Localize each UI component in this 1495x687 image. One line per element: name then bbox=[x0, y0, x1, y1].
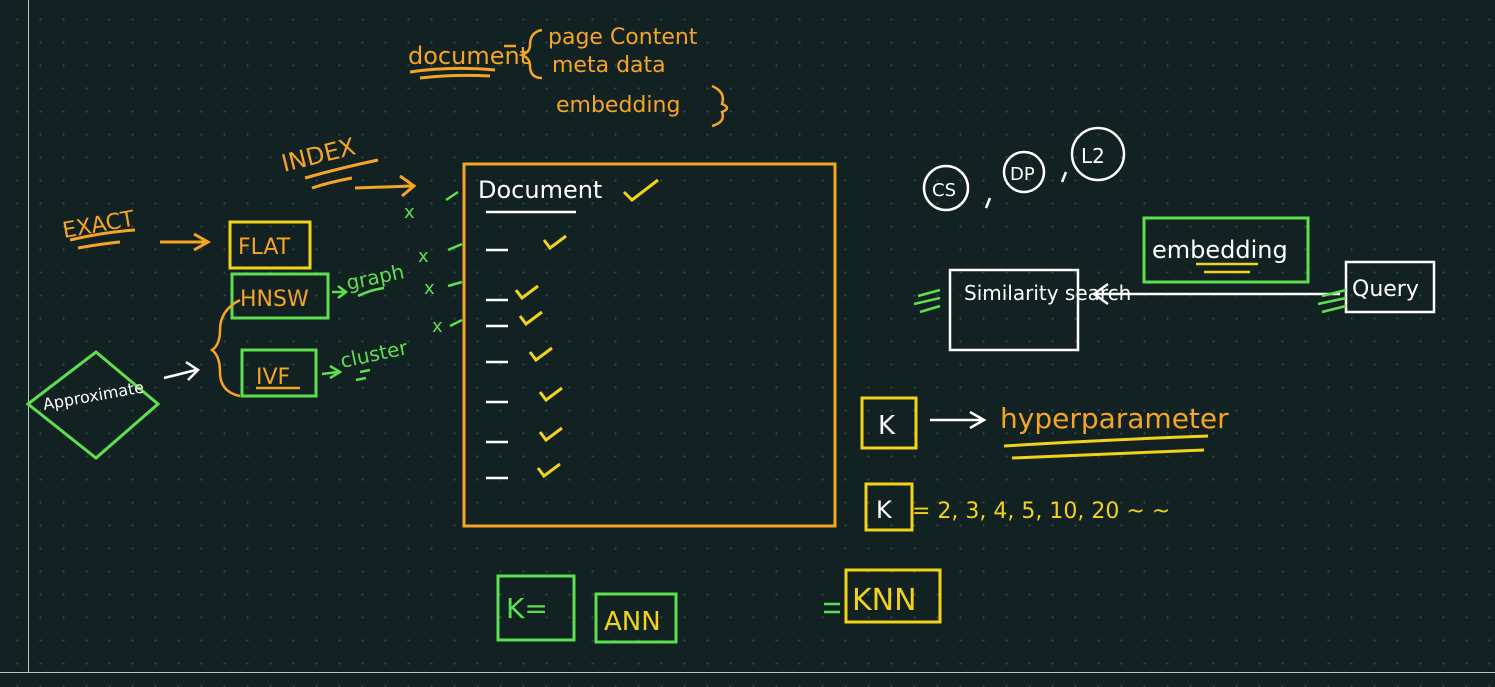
check-icon bbox=[518, 310, 543, 327]
check-icon bbox=[536, 462, 561, 479]
k-values-box-border bbox=[864, 482, 914, 532]
k-values: K = 2, 3, 4, 5, 10, 20 ~ ~ bbox=[864, 482, 1170, 532]
similarity-search-box[interactable]: Similarity search bbox=[913, 268, 1131, 352]
hnsw-label: HNSW bbox=[240, 287, 309, 312]
exact-underline bbox=[69, 228, 136, 250]
dash-mark bbox=[445, 190, 459, 202]
metric-circle-l2 bbox=[1070, 126, 1126, 182]
ivf-border bbox=[240, 348, 318, 398]
knn-border bbox=[844, 568, 942, 624]
cross-mark: x bbox=[404, 202, 415, 223]
flat-border bbox=[228, 220, 312, 270]
knn-equals bbox=[824, 602, 840, 614]
metric-circle-dp bbox=[1002, 150, 1046, 194]
note-item-embedding: embedding bbox=[556, 93, 680, 118]
embedding-underline bbox=[1196, 262, 1258, 274]
index-arrow bbox=[354, 174, 417, 198]
document-note: document page Content meta data embeddin… bbox=[408, 25, 729, 128]
cross-marks: x x x x bbox=[404, 190, 463, 337]
graph-arrow bbox=[332, 285, 349, 299]
embedding-box[interactable]: embedding bbox=[1142, 216, 1310, 284]
exact-arrow bbox=[160, 232, 212, 252]
document-store-title: Document bbox=[478, 176, 602, 204]
hyperparameter-label: hyperparameter bbox=[1000, 402, 1229, 435]
canvas-left-border bbox=[28, 0, 29, 672]
document-rows bbox=[486, 234, 567, 480]
query-to-search-arrow bbox=[1091, 282, 1340, 306]
cluster-arrow bbox=[321, 364, 343, 380]
query-label: Query bbox=[1352, 277, 1419, 302]
k-hyperparameter: K hyperparameter bbox=[860, 396, 1229, 460]
cross-mark: x bbox=[418, 246, 429, 267]
check-icon bbox=[538, 426, 563, 443]
title-check-icon bbox=[622, 178, 659, 202]
metric-cs: CS bbox=[932, 180, 956, 201]
index-label: INDEX bbox=[279, 132, 359, 177]
approx-brace bbox=[209, 298, 241, 398]
metric-l2: L2 bbox=[1081, 144, 1105, 168]
cross-mark: x bbox=[424, 278, 435, 299]
exact-group: EXACT bbox=[61, 207, 212, 252]
similarity-search-border bbox=[948, 268, 1080, 352]
right-brace bbox=[711, 84, 729, 128]
query-border bbox=[1344, 260, 1436, 314]
flat-label: FLAT bbox=[238, 235, 291, 260]
left-brace bbox=[504, 28, 543, 80]
metric-comma bbox=[1060, 171, 1068, 183]
k-values-symbol: K bbox=[876, 496, 893, 524]
k-symbol: K bbox=[878, 411, 896, 441]
knn-box[interactable]: KNN bbox=[824, 568, 942, 624]
k-equals-label: K= bbox=[506, 592, 548, 625]
approximate-diamond[interactable]: Approximate bbox=[25, 350, 200, 460]
graph-underline bbox=[357, 286, 385, 298]
k-arrow bbox=[930, 410, 987, 430]
canvas-bottom-border bbox=[0, 672, 1495, 673]
approximate-arrow bbox=[163, 360, 200, 381]
embedding-label: embedding bbox=[1152, 236, 1288, 264]
cluster-label: cluster bbox=[338, 335, 410, 373]
ivf-box[interactable]: IVF cluster bbox=[240, 335, 410, 398]
k-ann-group[interactable]: K= ANN bbox=[496, 574, 678, 644]
note-item-meta-data: meta data bbox=[552, 53, 666, 78]
document-underline bbox=[409, 66, 496, 80]
query-box[interactable]: Query bbox=[1317, 260, 1436, 314]
metric-circle-cs bbox=[922, 164, 970, 212]
hnsw-border bbox=[230, 272, 330, 320]
flat-box[interactable]: FLAT bbox=[228, 220, 312, 270]
embedding-border bbox=[1142, 216, 1310, 284]
dash-mark bbox=[449, 318, 463, 328]
cross-mark: x bbox=[432, 316, 443, 337]
metric-comma bbox=[984, 197, 992, 209]
check-icon bbox=[542, 234, 567, 251]
ann-label: ANN bbox=[604, 607, 661, 637]
approximate-border bbox=[25, 350, 161, 460]
index-underline bbox=[304, 158, 379, 190]
check-icon bbox=[514, 284, 539, 301]
check-icon bbox=[538, 386, 563, 403]
k-values-list: = 2, 3, 4, 5, 10, 20 ~ ~ bbox=[912, 499, 1170, 524]
dash-mark bbox=[447, 242, 463, 252]
metric-dp: DP bbox=[1010, 164, 1035, 185]
query-marks bbox=[1317, 288, 1347, 314]
hyperparameter-underline bbox=[1003, 434, 1209, 460]
k-equals-border bbox=[496, 574, 576, 642]
ivf-label: IVF bbox=[256, 365, 290, 390]
cluster-marks bbox=[355, 368, 371, 382]
similarity-marks bbox=[913, 288, 941, 314]
index-annotation: INDEX bbox=[279, 132, 417, 198]
check-icon bbox=[528, 346, 553, 363]
dash-mark bbox=[447, 280, 463, 288]
metrics-group: CS DP L2 bbox=[922, 126, 1126, 212]
document-store-border bbox=[462, 162, 837, 528]
knn-label: KNN bbox=[852, 583, 917, 618]
document-store[interactable]: Document bbox=[462, 162, 837, 528]
note-item-page-content: page Content bbox=[548, 25, 698, 50]
k-box-border bbox=[860, 396, 918, 450]
ann-border bbox=[594, 592, 678, 644]
